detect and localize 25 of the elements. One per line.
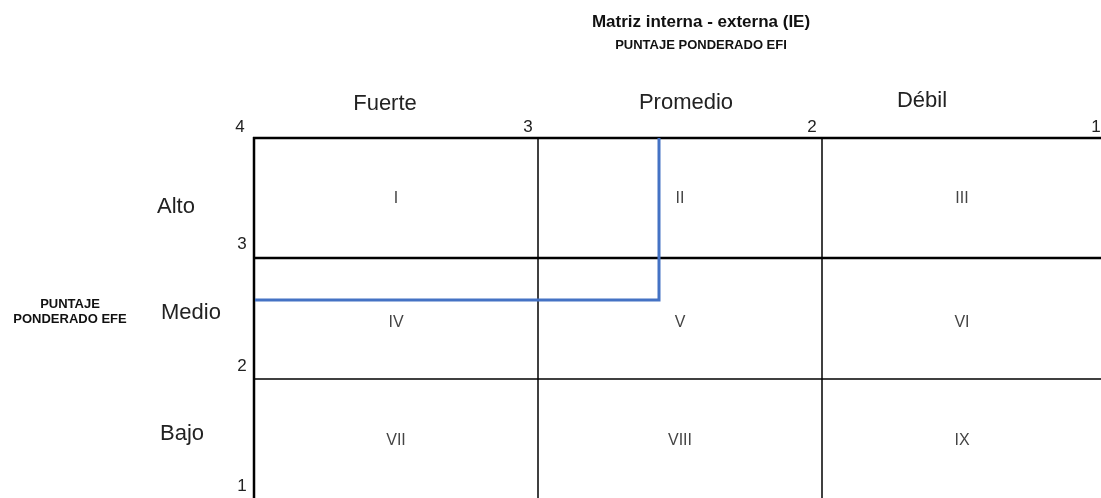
title: Matriz interna - externa (IE) xyxy=(591,12,811,32)
row-header: Medio xyxy=(161,299,221,325)
quadrant-label: IV xyxy=(388,312,404,332)
tick-label: 1 xyxy=(1091,117,1101,137)
column-header: Débil xyxy=(896,87,948,113)
tick-label: 2 xyxy=(237,356,247,376)
quadrant-label: VI xyxy=(954,312,970,332)
quadrant-label: I xyxy=(393,188,399,208)
quadrant-label: VII xyxy=(386,430,406,450)
tick-label: 4 xyxy=(235,117,245,137)
axis-title: PUNTAJE PONDERADO EFI xyxy=(615,37,787,53)
tick-label: 3 xyxy=(523,117,533,137)
column-header: Fuerte xyxy=(353,90,417,116)
quadrant-label: II xyxy=(675,188,685,208)
tick-label: 1 xyxy=(237,476,247,496)
quadrant-label: IX xyxy=(954,430,970,450)
row-header: Bajo xyxy=(160,420,204,446)
column-header: Promedio xyxy=(638,89,734,115)
row-header: Alto xyxy=(157,193,195,219)
quadrant-label: III xyxy=(955,188,969,208)
quadrant-label: VIII xyxy=(668,430,692,450)
tick-label: 3 xyxy=(237,234,247,254)
tick-label: 2 xyxy=(807,117,817,137)
quadrant-label: V xyxy=(674,312,686,332)
axis-title: PUNTAJE PONDERADO EFE xyxy=(12,297,128,327)
